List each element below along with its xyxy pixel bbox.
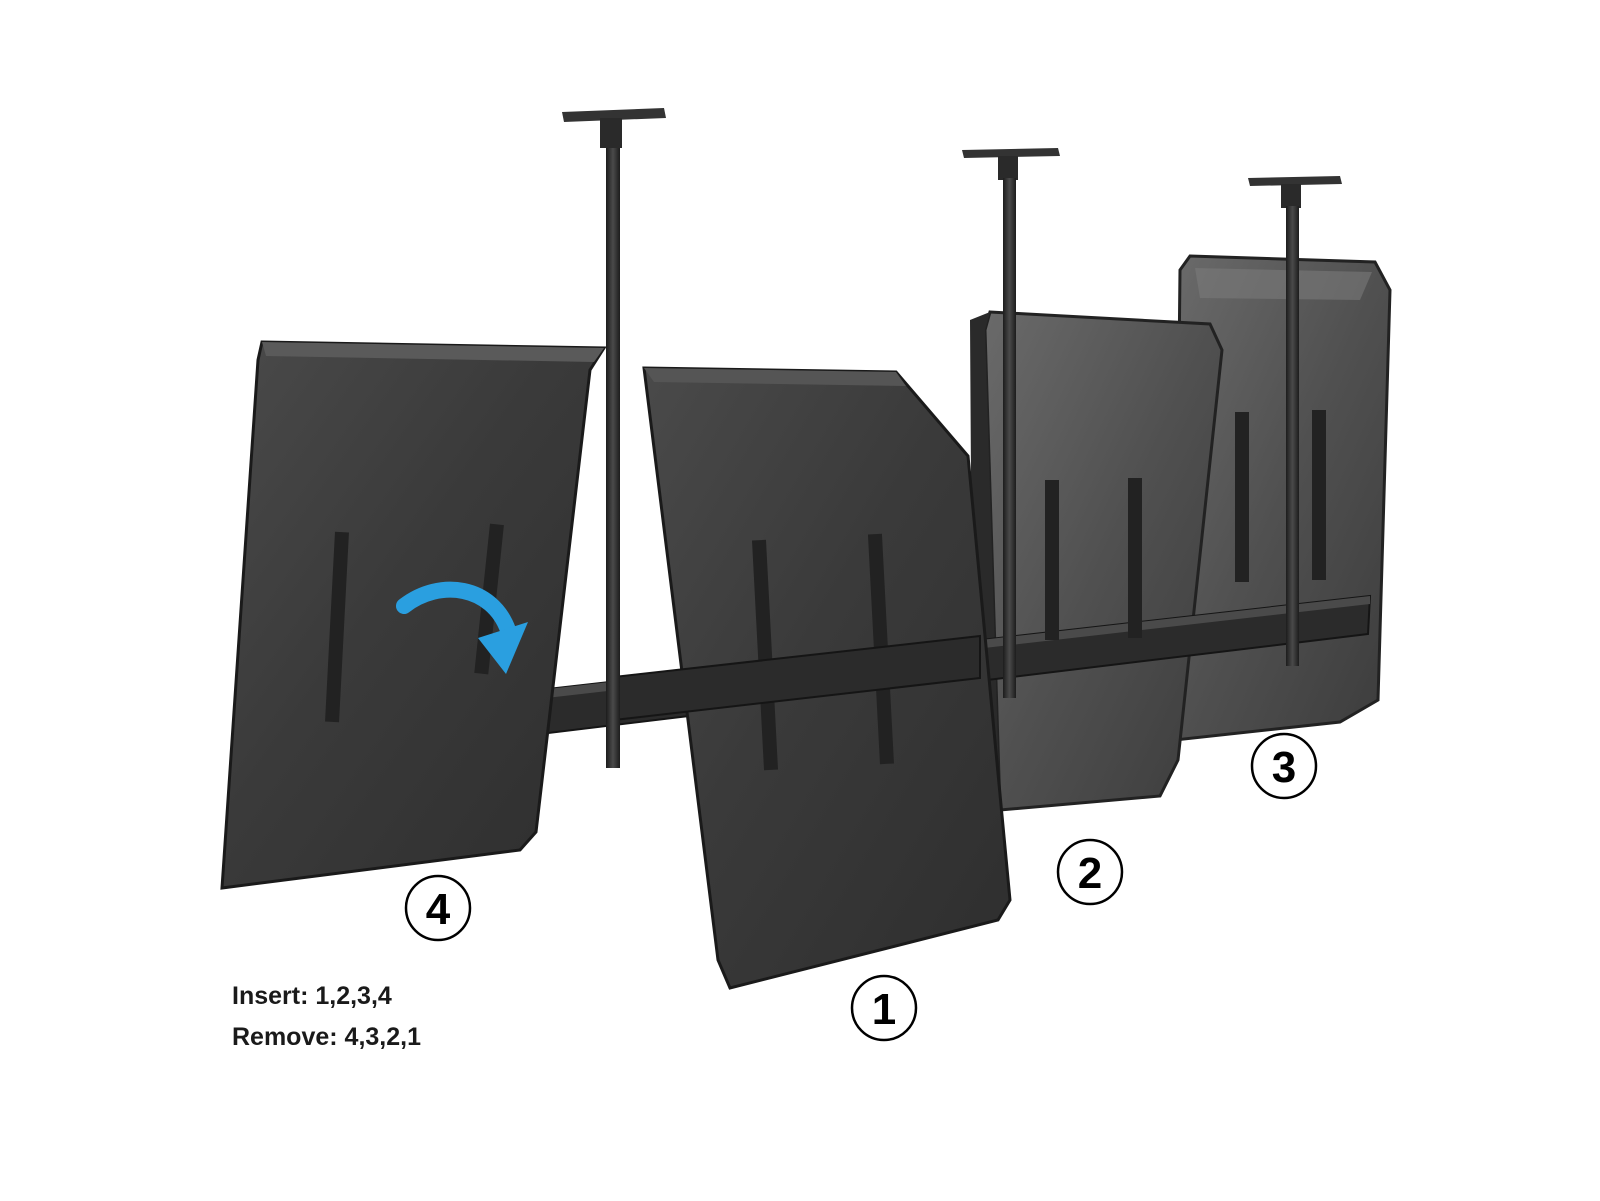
bracket-panel-2-right: [1128, 478, 1142, 638]
ceiling-pole-right: [1248, 176, 1342, 666]
insert-order-text: Insert: 1,2,3,4: [232, 982, 392, 1010]
ceiling-pole-middle: [962, 148, 1060, 698]
display-panel-2: [970, 310, 1224, 812]
instructions: Insert: 1,2,3,4 Remove: 4,3,2,1: [232, 976, 421, 1058]
panel-1-number-badge: 1: [850, 974, 918, 1042]
bracket-panel-2-left: [1045, 480, 1059, 640]
panel-2-number-badge: 2: [1056, 838, 1124, 906]
svg-text:2: 2: [1078, 849, 1102, 898]
curved-arrow-icon: [396, 581, 528, 674]
svg-text:1: 1: [872, 985, 896, 1034]
panel-3-number-badge: 3: [1250, 732, 1318, 800]
remove-order-text: Remove: 4,3,2,1: [232, 1023, 421, 1051]
svg-text:4: 4: [426, 885, 451, 934]
ceiling-pole-left: [562, 108, 666, 768]
panel-4-number-badge: 4: [404, 874, 472, 942]
bracket-panel-3-right: [1312, 410, 1326, 580]
svg-text:3: 3: [1272, 743, 1296, 792]
display-panel-4: [220, 340, 607, 890]
bracket-panel-3-left: [1235, 412, 1249, 582]
